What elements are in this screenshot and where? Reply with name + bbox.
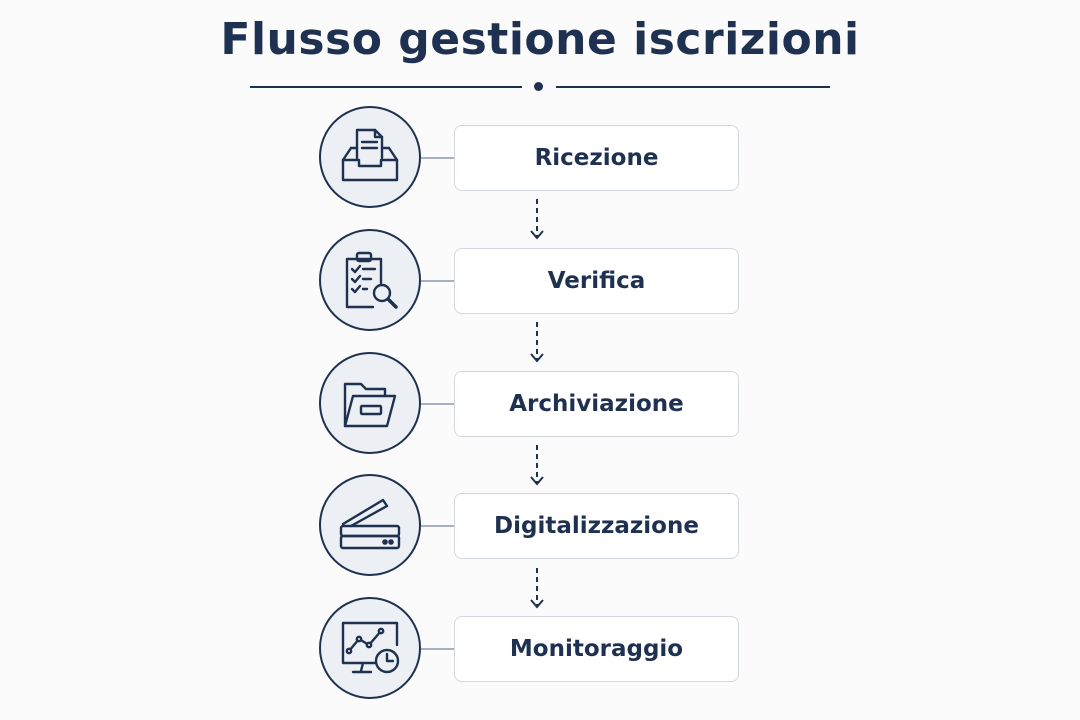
clipboard-checklist-search-icon [319, 229, 421, 331]
step-label: Archiviazione [509, 391, 684, 417]
flow-arrow-down-icon [530, 568, 544, 609]
step-connector-line [421, 403, 454, 405]
inbox-document-icon [319, 106, 421, 208]
title-rule-left [250, 86, 522, 88]
title-rule-dot [534, 82, 543, 91]
diagram-title: Flusso gestione iscrizioni [220, 14, 860, 65]
flow-arrow-down-icon [530, 445, 544, 486]
flow-step-monitoraggio: Monitoraggio [0, 597, 1080, 707]
step-box: Archiviazione [454, 371, 739, 437]
step-label: Ricezione [534, 145, 659, 171]
step-connector-line [421, 157, 454, 159]
monitor-chart-clock-icon [319, 597, 421, 699]
step-connector-line [421, 648, 454, 650]
flow-step-verifica: Verifica [0, 229, 1080, 339]
title-rule-right [556, 86, 830, 88]
step-box: Verifica [454, 248, 739, 314]
step-box: Ricezione [454, 125, 739, 191]
flow-step-ricezione: Ricezione [0, 106, 1080, 216]
step-label: Monitoraggio [509, 636, 684, 662]
step-label: Digitalizzazione [494, 513, 699, 539]
step-box: Digitalizzazione [454, 493, 739, 559]
scanner-icon [319, 474, 421, 576]
step-label: Verifica [547, 268, 646, 294]
step-connector-line [421, 525, 454, 527]
folder-icon [319, 352, 421, 454]
step-box: Monitoraggio [454, 616, 739, 682]
flow-arrow-down-icon [530, 322, 544, 363]
flow-step-digitalizzazione: Digitalizzazione [0, 474, 1080, 584]
flow-step-archiviazione: Archiviazione [0, 352, 1080, 462]
step-connector-line [421, 280, 454, 282]
flow-arrow-down-icon [530, 199, 544, 240]
